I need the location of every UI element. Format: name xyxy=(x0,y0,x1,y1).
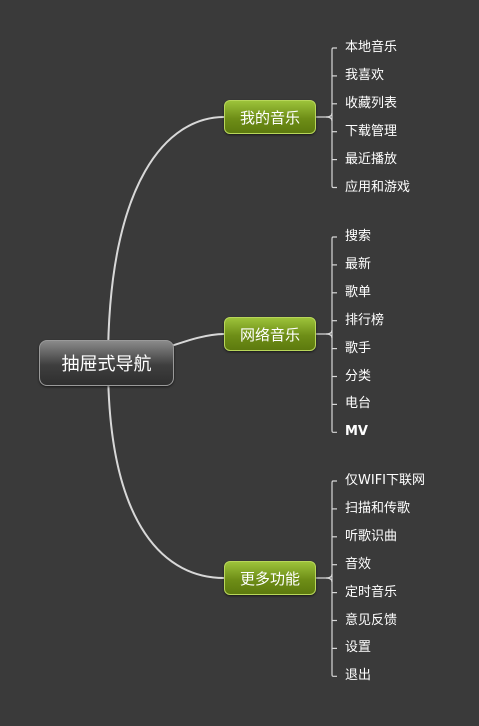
root-connector-branch-my-music xyxy=(107,116,225,364)
branch-label: 我的音乐 xyxy=(239,108,300,127)
branch-label: 更多功能 xyxy=(239,569,300,588)
bracket-stub xyxy=(316,573,333,579)
leaf-item: 听歌识曲 xyxy=(345,528,398,544)
leaf-item: 歌手 xyxy=(345,340,372,356)
bracket-stub xyxy=(316,329,333,335)
root-node: 抽屉式导航 xyxy=(39,340,174,386)
leaf-item: 收藏列表 xyxy=(345,95,398,111)
root-connector-branch-more-functions xyxy=(107,362,225,579)
branch-network-music: 网络音乐 xyxy=(224,317,316,351)
leaf-item: 分类 xyxy=(345,368,372,384)
leaf-item: 扫描和传歌 xyxy=(345,500,411,516)
leaf-item: 最近播放 xyxy=(345,151,398,167)
leaf-item: 退出 xyxy=(345,668,372,684)
leaf-item: 定时音乐 xyxy=(345,584,398,600)
leaf-item: 排行榜 xyxy=(345,312,385,328)
leaf-item: 搜索 xyxy=(345,229,372,244)
leaf-item: 我喜欢 xyxy=(345,67,385,83)
bracket-line xyxy=(331,236,337,433)
leaf-item: 音效 xyxy=(345,556,372,572)
bracket-line xyxy=(331,480,337,677)
bracket-stub xyxy=(325,116,333,122)
leaf-item: 本地音乐 xyxy=(345,40,398,55)
leaf-item: 歌单 xyxy=(345,284,372,300)
leaf-item: 应用和游戏 xyxy=(345,179,411,195)
leaf-item: 下载管理 xyxy=(345,123,398,139)
branch-my-music: 我的音乐 xyxy=(224,100,316,134)
root-label: 抽屉式导航 xyxy=(61,354,152,375)
bracket-stub xyxy=(325,333,333,339)
bracket-line xyxy=(331,47,337,189)
leaf-item: 电台 xyxy=(345,396,372,412)
leaf-item: 意见反馈 xyxy=(345,612,398,628)
bracket-stub xyxy=(325,577,333,583)
leaf-item: 最新 xyxy=(345,256,372,272)
branch-label: 网络音乐 xyxy=(239,325,300,344)
bracket-stub xyxy=(316,112,333,118)
branch-more-functions: 更多功能 xyxy=(224,561,316,595)
leaf-item: 设置 xyxy=(345,640,372,656)
leaf-item: 仅WIFI下联网 xyxy=(345,473,425,488)
leaf-item: MV xyxy=(345,424,368,440)
